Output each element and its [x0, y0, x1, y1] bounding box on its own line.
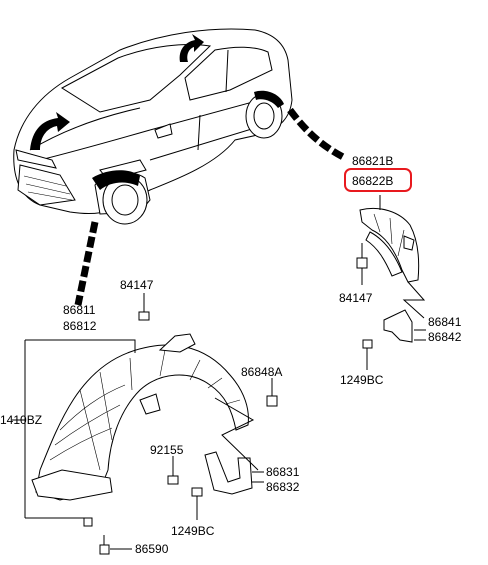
rear-clip-icon — [356, 243, 368, 285]
label-86841: 86841 — [428, 315, 462, 329]
label-92155: 92155 — [150, 443, 184, 457]
label-1249bc-rear: 1249BC — [340, 373, 384, 387]
rear-mud-guard-icon — [383, 309, 413, 343]
label-84147-front: 84147 — [120, 278, 154, 292]
label-86812: 86812 — [63, 319, 97, 333]
rear-bolt-icon — [362, 339, 373, 370]
label-1410bz: 1410BZ — [0, 413, 42, 427]
clip-icon — [83, 517, 132, 555]
label-84147-rear: 84147 — [339, 291, 373, 305]
label-86821b: 86821B — [352, 154, 393, 168]
label-86822b: 86822B — [352, 174, 393, 188]
label-86842: 86842 — [428, 330, 462, 344]
nut-icon — [266, 378, 278, 407]
label-86831: 86831 — [266, 465, 300, 479]
rear-wheel-guard-icon — [359, 207, 420, 283]
highlight-box — [344, 168, 412, 192]
screw-icon — [167, 456, 179, 485]
front-leader-icon — [74, 221, 99, 306]
label-86832: 86832 — [266, 480, 300, 494]
label-86590: 86590 — [135, 542, 169, 556]
clip-top-icon — [138, 293, 150, 321]
mud-guard-icon — [204, 451, 253, 495]
rear-leader-icon — [287, 107, 347, 162]
label-86848a: 86848A — [241, 365, 282, 379]
label-1249bc-front: 1249BC — [171, 524, 215, 538]
car-icon — [13, 28, 293, 225]
label-86811: 86811 — [63, 303, 96, 317]
front-wheel-guard-icon — [31, 333, 249, 501]
bolt-icon — [191, 487, 203, 520]
